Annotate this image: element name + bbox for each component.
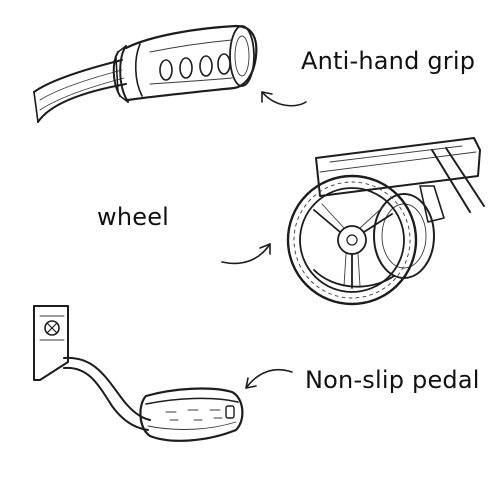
- wheel-sketch: [286, 137, 485, 306]
- grip-arrow: [261, 91, 307, 107]
- handlebar-grip-sketch: [33, 24, 258, 123]
- pedal-sketch: [33, 305, 244, 442]
- wheel-feature-label: wheel: [97, 203, 170, 231]
- wheel-arrow: [221, 243, 271, 265]
- pedal-arrow: [245, 368, 293, 389]
- pedal-feature-label: Non-slip pedal: [305, 366, 480, 394]
- grip-feature-label: Anti-hand grip: [301, 47, 476, 75]
